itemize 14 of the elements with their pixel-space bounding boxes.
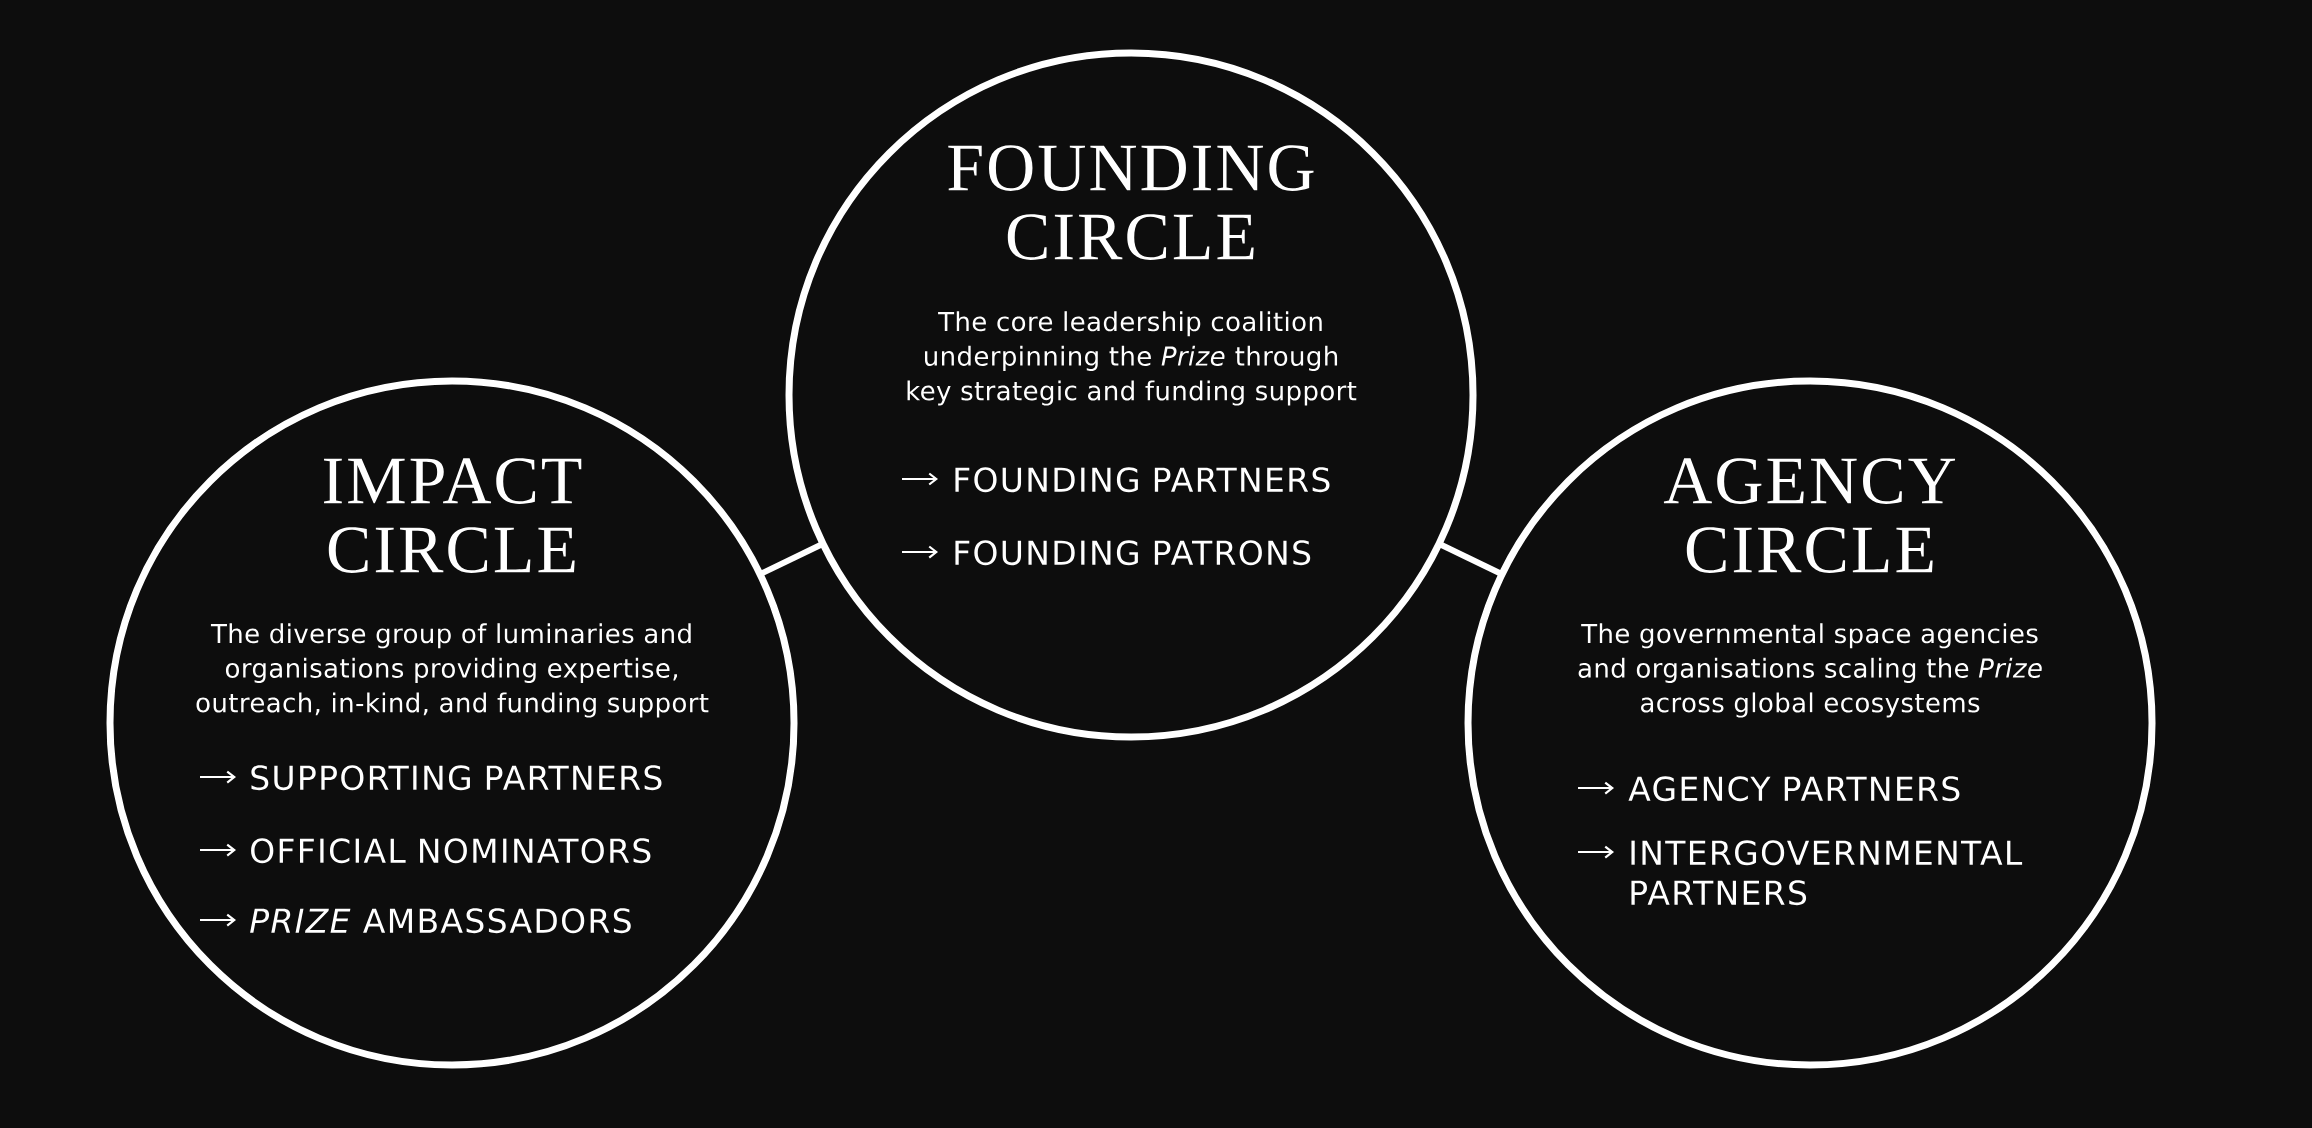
list-item: FOUNDING PARTNERS xyxy=(955,467,1330,493)
connector-line xyxy=(758,541,825,577)
list-item: PRIZE AMBASSADORS xyxy=(250,908,631,934)
heading: AGENCY CIRCLE xyxy=(1663,458,1956,573)
heading: IMPACT CIRCLE xyxy=(324,458,582,573)
list-item: AGENCY PARTNERS xyxy=(1628,776,1960,802)
description: The diverse group of luminaries and organisations providing expertise, outreach, in-kind, and funding support xyxy=(196,623,709,718)
list-item: SUPPORTING PARTNERS xyxy=(251,765,662,791)
description: The governmental space agencies and organisations scaling the Prize across global ecosystems xyxy=(1578,623,2042,718)
list-item: OFFICIAL NOMINATORS xyxy=(251,838,651,864)
list-item: FOUNDING PATRONS xyxy=(955,540,1311,566)
description: The core leadership coalition underpinning the Prize through key strategic and funding support xyxy=(907,311,1357,406)
heading: FOUNDING CIRCLE xyxy=(948,145,1314,260)
list-item: INTERGOVERNMENTAL PARTNERS xyxy=(1631,840,2023,906)
